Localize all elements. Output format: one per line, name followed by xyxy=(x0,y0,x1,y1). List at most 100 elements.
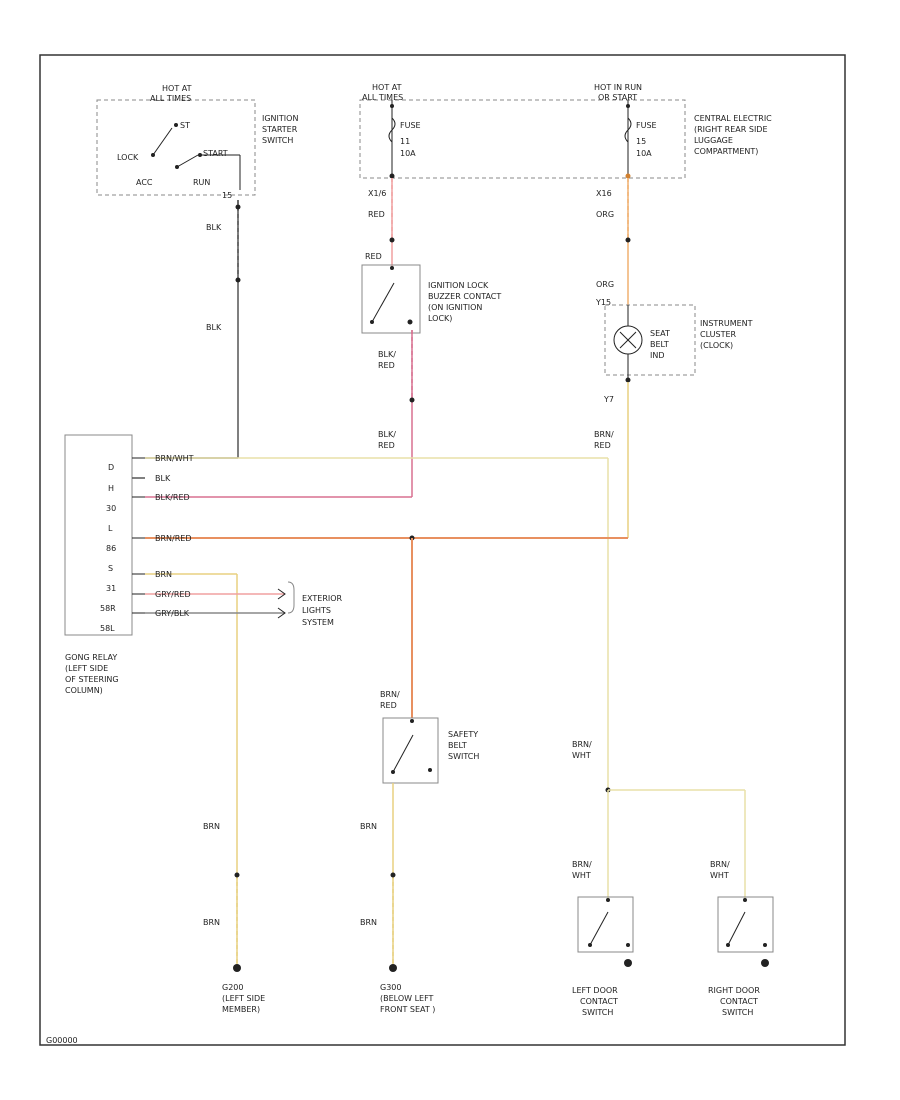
wire-label-brn-wht-c2: WHT xyxy=(710,871,729,880)
belt-label-line3: SWITCH xyxy=(448,752,479,761)
wire-label-brn-wht-a1: BRN/ xyxy=(572,740,592,749)
fuse-box-label-line4: COMPARTMENT) xyxy=(694,147,758,156)
wire-label-brn-red-b1: BRN/ xyxy=(594,430,614,439)
fuse-box-outline xyxy=(359,99,686,179)
exterior-line2: LIGHTS xyxy=(302,606,331,615)
fuse11-line2: 11 xyxy=(400,137,410,146)
wire-label-brn-b: BRN xyxy=(203,918,220,927)
wire-label-brn-red-b2: RED xyxy=(594,441,611,450)
wire-label-brn-d: BRN xyxy=(360,918,377,927)
wire-brn-wht: BRN/ WHT BRN/ WHT BRN/ WHT xyxy=(145,457,746,900)
wire-label-blk-red-b2: RED xyxy=(378,441,395,450)
wire-blk: BLK BLK xyxy=(145,200,241,459)
relay-wire-86: BRN/RED xyxy=(155,534,192,543)
cluster-label-line1: INSTRUMENT xyxy=(700,319,753,328)
fuse11-line3: 10A xyxy=(400,149,416,158)
relay-wire-30: BLK/RED xyxy=(155,493,190,502)
fuse-box-label-line2: (RIGHT REAR SIDE xyxy=(694,125,768,134)
wire-label-brn-wht-b2: WHT xyxy=(572,871,591,880)
fuse15-line1: FUSE xyxy=(636,121,657,130)
g300-line2: (BELOW LEFT xyxy=(380,994,434,1003)
wire-label-blk-red-b1: BLK/ xyxy=(378,430,396,439)
left-door-switch: LEFT DOOR CONTACT SWITCH xyxy=(572,896,634,1017)
cluster-symbol-line2: BELT xyxy=(650,340,669,349)
diagram-frame xyxy=(39,54,846,1046)
buzzer-label-line3: (ON IGNITION xyxy=(428,303,482,312)
ignition-pos-st: ST xyxy=(180,121,190,130)
figure-id: G00000 xyxy=(46,1036,78,1045)
wire-label-y7: Y7 xyxy=(603,395,614,404)
wire-label-red-a: RED xyxy=(368,210,385,219)
fuse11-line1: FUSE xyxy=(400,121,421,130)
wire-label-blk-red-a1: BLK/ xyxy=(378,350,396,359)
buzzer-label-line2: BUZZER CONTACT xyxy=(428,292,501,301)
wire-brn-red: BRN/ RED xyxy=(145,535,628,718)
wire-label-brn-wht-a2: WHT xyxy=(572,751,591,760)
ignition-label-line3: SWITCH xyxy=(262,136,293,145)
relay-wire-58r: GRY/RED xyxy=(155,590,191,599)
wire-brn-g300: BRN BRN G300 (BELOW LEFT FRONT SEAT ) xyxy=(360,783,435,1014)
relay-pin-31: 31 xyxy=(106,584,116,593)
relay-pin-d: D xyxy=(108,463,114,472)
central-electric-box: HOT AT ALL TIMES HOT IN RUN OR START CEN… xyxy=(359,83,772,179)
wire-label-blk-red-a2: RED xyxy=(378,361,395,370)
wire-label-brn-c: BRN xyxy=(360,822,377,831)
wire-label-brn-a: BRN xyxy=(203,822,220,831)
relay-label-line3: OF STEERING xyxy=(65,675,119,684)
ignition-switch: HOT AT ALL TIMES IGNITION STARTER SWITCH… xyxy=(96,84,298,200)
wire-label-x16: X16 xyxy=(596,189,612,198)
g200-line1: G200 xyxy=(222,983,243,992)
relay-pin-s: S xyxy=(108,564,113,573)
relay-box xyxy=(64,434,133,636)
left-door-line1: LEFT DOOR xyxy=(572,986,618,995)
relay-pin-58l: 58L xyxy=(100,624,115,633)
fuse-box-label-line1: CENTRAL ELECTRIC xyxy=(694,114,772,123)
fuse-right-hot-line1: HOT IN RUN xyxy=(594,83,642,92)
relay-pin-58r: 58R xyxy=(100,604,116,613)
cluster-label-line2: CLUSTER xyxy=(700,330,737,339)
wire-label-brn-red-a1: BRN/ xyxy=(380,690,400,699)
g200-line3: MEMBER) xyxy=(222,1005,260,1014)
left-door-line2: CONTACT xyxy=(580,997,618,1006)
wire-label-blk-a: BLK xyxy=(206,223,222,232)
relay-label-line2: (LEFT SIDE xyxy=(65,664,108,673)
fuse15-line2: 15 xyxy=(636,137,646,146)
wire-label-red-b: RED xyxy=(365,252,382,261)
ignition-hot-line2: ALL TIMES xyxy=(150,94,191,103)
ignition-pos-lock: LOCK xyxy=(117,153,139,162)
ignition-pos-start: START xyxy=(203,149,228,158)
ignition-label-line1: IGNITION xyxy=(262,114,298,123)
relay-label-line4: COLUMN) xyxy=(65,686,103,695)
wire-red: X1/6 RED RED xyxy=(365,178,395,268)
ground-g200-icon xyxy=(233,964,241,972)
wire-brn-red-cluster: Y7 BRN/ RED xyxy=(594,382,629,538)
right-door-switch-box xyxy=(717,896,774,953)
cluster-symbol-line1: SEAT xyxy=(650,329,670,338)
ignition-switch-box xyxy=(96,99,256,196)
belt-label-line1: SAFETY xyxy=(448,730,478,739)
fuse-left-hot-line2: ALL TIMES xyxy=(362,93,403,102)
relay-wire-h: BLK xyxy=(155,474,171,483)
fuse-right-hot-line2: OR START xyxy=(598,93,637,102)
relay-wire-31: BRN xyxy=(155,570,172,579)
relay-pin-h: H xyxy=(108,484,114,493)
ignition-term: 15 xyxy=(222,191,232,200)
cluster-label-line3: (CLOCK) xyxy=(700,341,733,350)
belt-label-line2: BELT xyxy=(448,741,467,750)
instrument-cluster: SEAT BELT IND INSTRUMENT CLUSTER (CLOCK) xyxy=(604,304,753,383)
ground-g300-icon xyxy=(389,964,397,972)
wire-label-org-a: ORG xyxy=(596,210,614,219)
relay-pin-l: L xyxy=(108,524,113,533)
wire-label-brn-wht-c1: BRN/ xyxy=(710,860,730,869)
fuse15-line3: 10A xyxy=(636,149,652,158)
cluster-box xyxy=(604,304,696,376)
relay-label-line1: GONG RELAY xyxy=(65,653,117,662)
g300-line3: FRONT SEAT ) xyxy=(380,1005,435,1014)
buzzer-label-line1: IGNITION LOCK xyxy=(428,281,489,290)
ignition-pos-acc: ACC xyxy=(136,178,153,187)
right-door-ground-icon xyxy=(761,959,769,967)
wire-exterior-lights: EXTERIOR LIGHTS SYSTEM xyxy=(145,581,343,627)
relay-pin-86: 86 xyxy=(106,544,116,553)
wire-label-y15: Y15 xyxy=(595,298,611,307)
